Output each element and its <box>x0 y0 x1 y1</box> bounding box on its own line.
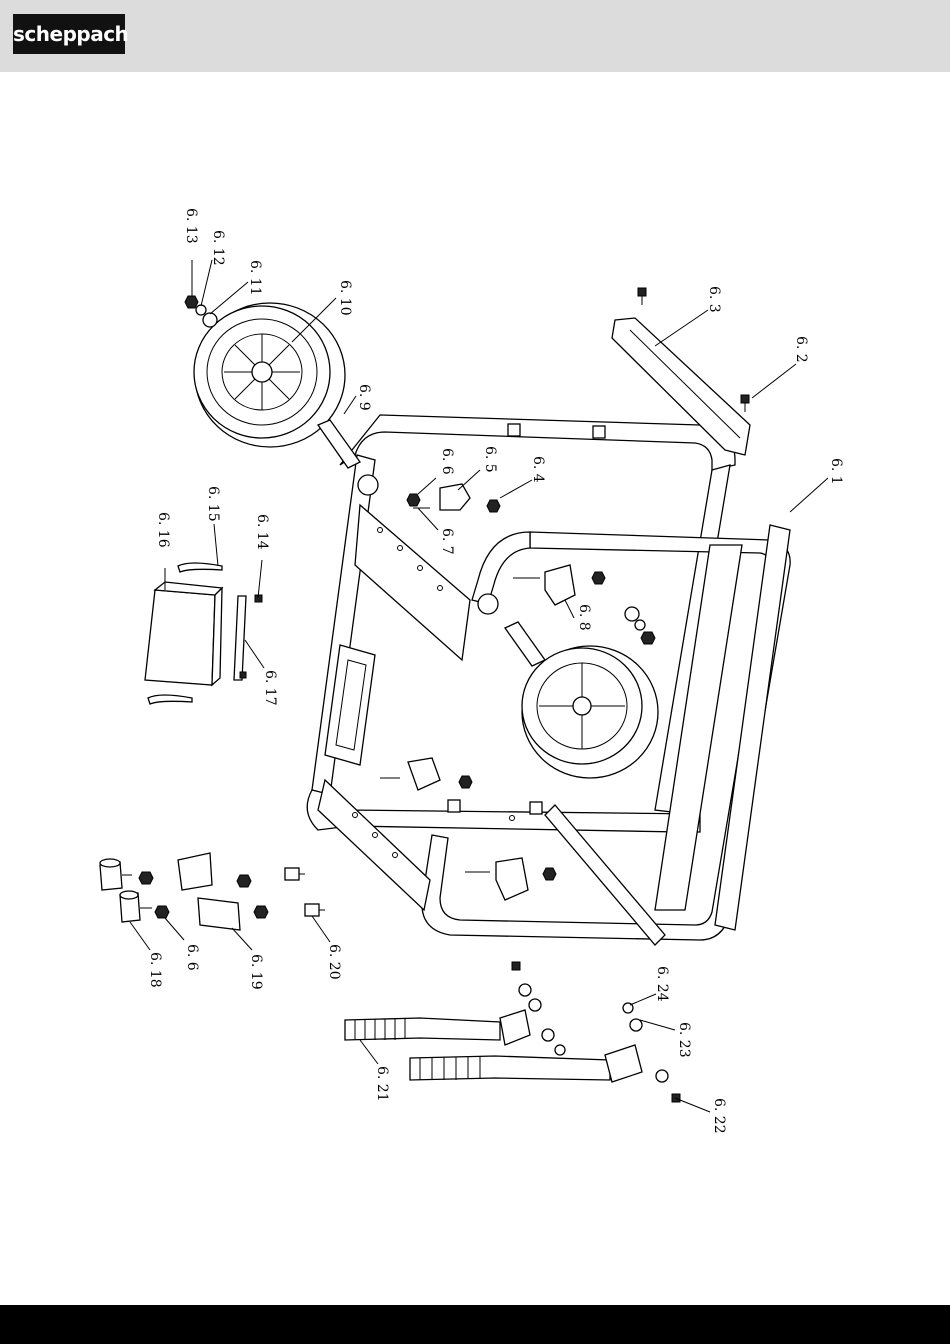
label-6-13: 6. 13 <box>183 208 199 244</box>
label-6-23: 6. 23 <box>676 1022 692 1058</box>
page-footer <box>0 1305 950 1344</box>
axle-6-9 <box>318 420 360 468</box>
label-6-4: 6. 4 <box>530 456 546 483</box>
label-6-10: 6. 10 <box>337 280 353 316</box>
label-6-6: 6. 6 <box>439 448 455 475</box>
label-6-3: 6. 3 <box>706 286 722 313</box>
rubber-feet <box>100 859 152 922</box>
label-6-16: 6. 16 <box>155 512 171 548</box>
label-6-17: 6. 17 <box>262 670 278 706</box>
label-6-20: 6. 20 <box>326 944 342 980</box>
label-6-22: 6. 22 <box>711 1098 727 1134</box>
label-6-19: 6. 19 <box>248 954 264 990</box>
label-6-15: 6. 15 <box>205 486 221 522</box>
label-6-12: 6. 12 <box>210 230 226 266</box>
label-6-18: 6. 18 <box>147 952 163 988</box>
battery-6-16 <box>145 582 222 685</box>
label-6-14: 6. 14 <box>254 514 270 550</box>
label-6-6-b: 6. 6 <box>184 944 200 971</box>
label-6-9: 6. 9 <box>356 384 372 411</box>
label-6-7: 6. 7 <box>439 528 455 555</box>
label-6-5: 6. 5 <box>482 446 498 473</box>
wheel-rear <box>522 646 658 778</box>
foot-bracket <box>440 484 470 510</box>
label-6-24: 6. 24 <box>654 966 670 1002</box>
label-6-11: 6. 11 <box>247 260 263 296</box>
label-6-8: 6. 8 <box>576 604 592 631</box>
strap-6-17 <box>234 596 246 680</box>
label-6-2: 6. 2 <box>793 336 809 363</box>
label-6-21: 6. 21 <box>374 1066 390 1102</box>
label-6-1: 6. 1 <box>828 458 844 485</box>
mount-bracket-6-19 <box>178 853 212 890</box>
